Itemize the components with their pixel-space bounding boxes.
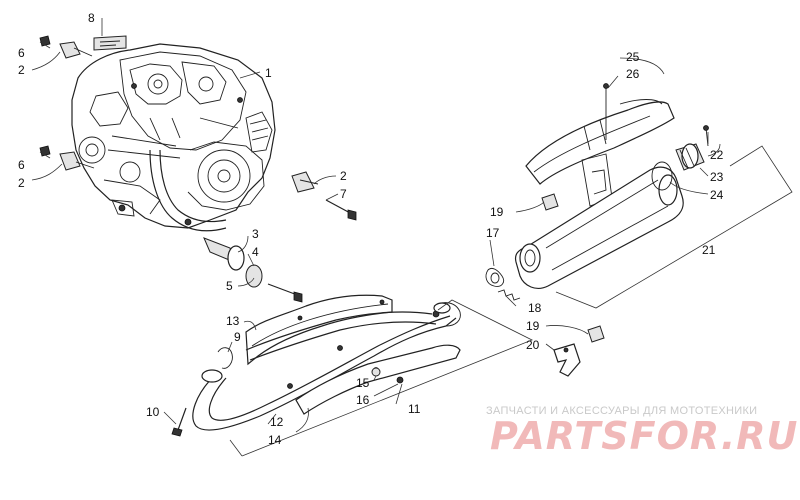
mount-bushing-2-top (59, 41, 81, 59)
callout-21: 21 (702, 243, 716, 257)
engine-fasteners (39, 35, 357, 303)
callout-17: 17 (486, 226, 500, 240)
callout-5: 5 (226, 279, 233, 293)
callout-25: 25 (626, 50, 640, 64)
assembly-bracket-lines (229, 145, 793, 457)
callout-8: 8 (88, 11, 95, 25)
mount-bushing-2-right (291, 171, 315, 193)
callout-24: 24 (710, 188, 724, 202)
callout-10: 10 (146, 405, 160, 419)
mount-bushing-2-lower (59, 151, 81, 171)
callout-labels: 1 2 6 8 6 2 2 7 3 4 5 13 9 10 12 14 15 1… (18, 11, 724, 447)
clamp-9 (217, 347, 233, 369)
decal-8 (93, 35, 127, 51)
callout-22: 22 (710, 148, 724, 162)
bolt-10 (177, 407, 187, 431)
mount-bushing-3-end (227, 245, 245, 271)
callout-3: 3 (252, 227, 259, 241)
leader-lines (31, 18, 721, 433)
spark-arrestor (651, 125, 709, 191)
callout-16: 16 (356, 393, 370, 407)
callout-7: 7 (340, 187, 347, 201)
callout-2-top: 2 (18, 63, 25, 77)
muffler-21 (514, 166, 684, 289)
callout-6-lower: 6 (18, 158, 25, 172)
callout-19-lower: 19 (526, 319, 540, 333)
grommet-19-upper (541, 193, 559, 211)
bracket-20 (553, 343, 581, 377)
callout-6-top: 6 (18, 46, 25, 60)
callout-18: 18 (528, 301, 542, 315)
callout-13: 13 (226, 314, 240, 328)
callout-14: 14 (268, 433, 282, 447)
callout-1: 1 (265, 66, 272, 80)
callout-4: 4 (252, 245, 259, 259)
callout-2-right: 2 (340, 169, 347, 183)
callout-11: 11 (408, 402, 421, 416)
gasket-17 (485, 267, 505, 287)
callout-19-upper: 19 (490, 205, 504, 219)
bolt-6-lower (39, 145, 51, 157)
watermark-logo: PARTSFOR.RU (490, 414, 799, 458)
callout-26: 26 (626, 67, 640, 81)
callout-15: 15 (356, 376, 370, 390)
engine-assembly (71, 43, 276, 232)
washer-15 (371, 367, 381, 377)
callout-9: 9 (234, 330, 241, 344)
header-flange (201, 369, 223, 383)
callout-12: 12 (270, 415, 284, 429)
callout-20: 20 (526, 338, 540, 352)
bolt-6-top (39, 35, 51, 47)
gasket-24 (651, 161, 673, 191)
callout-2-lower: 2 (18, 176, 25, 190)
spring-18 (497, 289, 521, 301)
watermark-caption: ЗАПЧАСТИ И АКСЕССУАРЫ ДЛЯ МОТОТЕХНИКИ (486, 405, 758, 417)
bushing-4 (245, 264, 263, 288)
callout-23: 23 (710, 170, 724, 184)
nut-16 (396, 376, 404, 384)
grommet-19-lower (587, 325, 605, 343)
